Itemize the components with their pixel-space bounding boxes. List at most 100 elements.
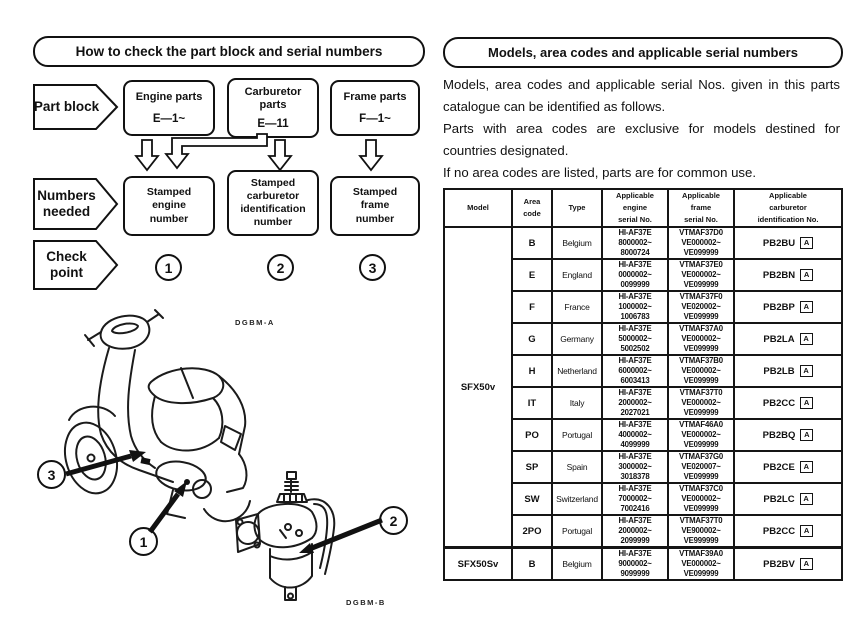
carburetor-parts-code: E—11 — [257, 118, 289, 131]
part-block-tag: Part block — [33, 84, 119, 130]
engine-cell: HI-AF37E 8000002~ 8000724 — [601, 226, 669, 260]
model-cell: SFX50Sv — [443, 546, 513, 581]
carburetor-cell: PB2CC A — [733, 386, 843, 420]
type-cell: Belgium — [551, 226, 603, 260]
area-cell: B — [511, 546, 553, 581]
arrow-carburetor-to-engine — [164, 133, 268, 170]
type-cell: Netherland — [551, 354, 603, 388]
carburetor-id: PB2BQ — [762, 430, 796, 441]
carburetor-variant-box: A — [800, 525, 814, 537]
carburetor-id: PB2BP — [763, 302, 795, 313]
type-cell: France — [551, 290, 603, 324]
area-cell: PO — [511, 418, 553, 452]
intro-paragraph-1: Models, area codes and applicable serial… — [443, 77, 840, 114]
carburetor-variant-box: A — [799, 301, 813, 313]
type-cell: Switzerland — [551, 482, 603, 516]
carburetor-variant-box: A — [800, 237, 814, 249]
area-cell: E — [511, 258, 553, 292]
right-section-title-text: Models, area codes and applicable serial… — [488, 45, 798, 60]
carburetor-variant-box: A — [799, 365, 813, 377]
callout-carburetor-number: 2 — [379, 506, 408, 535]
intro-paragraph-2: Parts with area codes are exclusive for … — [443, 120, 840, 158]
stamped-carburetor-number-box: Stamped carburetor identification number — [227, 170, 319, 236]
stamped-engine-number-label: Stamped engine number — [146, 186, 192, 225]
engine-cell: HI-AF37E 0000002~ 0099999 — [601, 258, 669, 292]
intro-paragraph-3: If no area codes are listed, parts are f… — [443, 164, 756, 180]
carburetor-id: PB2LC — [763, 494, 795, 505]
intro-text: Models, area codes and applicable serial… — [443, 74, 840, 184]
figure-a-label: DGBM-A — [235, 318, 275, 327]
area-cell: SP — [511, 450, 553, 484]
check-point-1: 1 — [155, 254, 182, 281]
col-header: Applicable frame serial No. — [667, 188, 735, 228]
carburetor-id: PB2CC — [762, 398, 796, 409]
frame-cell: VTMAF37E0 VE000002~ VE099999 — [667, 258, 735, 292]
type-cell: Italy — [551, 386, 603, 420]
figure-b-label: DGBM-B — [346, 598, 386, 607]
frame-parts-box: Frame parts F—1~ — [330, 80, 420, 136]
area-cell: H — [511, 354, 553, 388]
col-header: Type — [551, 188, 603, 228]
callout-frame-number: 3 — [37, 460, 66, 489]
engine-parts-box: Engine parts E—1~ — [123, 80, 215, 136]
model-cell: SFX50v — [443, 226, 513, 549]
engine-parts-code: E—1~ — [152, 113, 186, 126]
pentagon-shape — [33, 240, 119, 290]
carburetor-id: PB2CC — [762, 526, 796, 537]
check-point-2: 2 — [267, 254, 294, 281]
type-cell: Portugal — [551, 514, 603, 549]
frame-cell: VTMAF37B0 VE000002~ VE099999 — [667, 354, 735, 388]
frame-cell: VTMAF37T0 VE900002~ VE999999 — [667, 514, 735, 549]
frame-parts-code: F—1~ — [359, 113, 391, 126]
frame-cell: VTMAF39A0 VE000002~ VE099999 — [667, 546, 735, 581]
carburetor-variant-box: A — [799, 333, 813, 345]
frame-cell: VTMAF46A0 VE000002~ VE099999 — [667, 418, 735, 452]
col-header: Applicable engine serial No. — [601, 188, 669, 228]
numbers-needed-label: Numbers needed — [37, 188, 96, 219]
pentagon-shape — [33, 178, 119, 230]
carburetor-variant-box: A — [799, 461, 813, 473]
frame-parts-name: Frame parts — [343, 90, 407, 103]
engine-cell: HI-AF37E 4000002~ 4099999 — [601, 418, 669, 452]
carburetor-variant-box: A — [800, 397, 814, 409]
left-section-title-text: How to check the part block and serial n… — [75, 44, 383, 59]
arrow-frame-down — [358, 139, 384, 172]
frame-cell: VTMAF37C0 VE000002~ VE099999 — [667, 482, 735, 516]
carburetor-parts-box: Carburetor parts E—11 — [227, 78, 319, 138]
left-section-title: How to check the part block and serial n… — [33, 36, 425, 67]
carburetor-parts-name: Carburetor parts — [244, 85, 302, 112]
callout-engine-number: 1 — [129, 527, 158, 556]
carburetor-variant-box: A — [800, 269, 814, 281]
engine-parts-name: Engine parts — [135, 90, 203, 103]
engine-cell: HI-AF37E 3000002~ 3018378 — [601, 450, 669, 484]
carburetor-id: PB2BV — [763, 559, 795, 570]
numbers-needed-tag: Numbers needed — [33, 178, 119, 230]
engine-cell: HI-AF37E 2000002~ 2027021 — [601, 386, 669, 420]
type-cell: Germany — [551, 322, 603, 356]
check-point-label: Check point — [46, 249, 87, 280]
stamped-frame-number-label: Stamped frame number — [352, 186, 398, 225]
col-header: Applicable carburetor identification No. — [733, 188, 843, 228]
type-cell: Belgium — [551, 546, 603, 581]
carburetor-illustration — [235, 471, 336, 601]
col-header: Area code — [511, 188, 553, 228]
area-cell: F — [511, 290, 553, 324]
frame-cell: VTMAF37F0 VE020002~ VE099999 — [667, 290, 735, 324]
